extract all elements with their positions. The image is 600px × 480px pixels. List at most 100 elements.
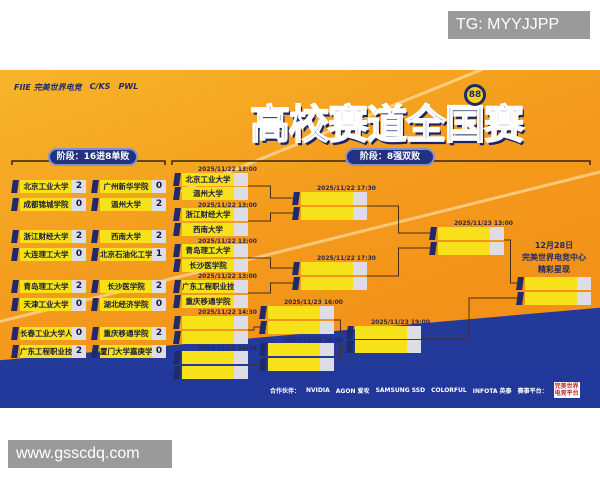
team-slot-tab bbox=[346, 340, 354, 353]
team-score bbox=[353, 277, 367, 290]
team-score bbox=[234, 295, 248, 308]
team-slot bbox=[516, 292, 591, 305]
team-slot-tab bbox=[91, 280, 99, 293]
team-slot-tab bbox=[292, 207, 300, 220]
team-score: 2 bbox=[72, 345, 86, 358]
site-watermark: www.gsscdq.com bbox=[8, 440, 172, 468]
team-slot-tab bbox=[11, 230, 19, 243]
team-score bbox=[234, 208, 248, 221]
bracket-connector bbox=[248, 326, 260, 331]
team-score: 0 bbox=[72, 298, 86, 311]
team-slot: 长沙医学院 bbox=[173, 259, 248, 272]
bracket-poster: FIIE 完美世界电竞 C/KS PWL 高校赛道全国赛 88 阶段：16进8单… bbox=[0, 70, 600, 408]
team-slot-tab bbox=[11, 198, 19, 211]
logo-fiie: FIIE 完美世界电竞 bbox=[14, 83, 82, 92]
team-slot-tab bbox=[91, 198, 99, 211]
venue-slogan: 精彩星现 bbox=[538, 265, 570, 274]
match-date: 2025/11/22 13:00 bbox=[198, 273, 257, 280]
team-slot bbox=[429, 242, 504, 255]
match-date: 2025/11/23 16:00 bbox=[284, 337, 343, 344]
team-name bbox=[182, 351, 234, 364]
stage-label-left: 阶段：16进8单败 bbox=[48, 148, 138, 166]
team-slot: 温州大学 bbox=[173, 187, 248, 200]
team-score: 2 bbox=[72, 180, 86, 193]
team-slot-tab bbox=[91, 180, 99, 193]
team-name bbox=[301, 277, 353, 290]
team-slot bbox=[173, 351, 248, 364]
team-name: 温州大学 bbox=[100, 198, 152, 211]
platform-label: 赛事平台： bbox=[517, 387, 548, 395]
team-score: 1 bbox=[152, 248, 166, 261]
team-slot bbox=[292, 277, 367, 290]
team-slot bbox=[173, 331, 248, 344]
stage-label-right: 阶段：8强双败 bbox=[345, 148, 435, 166]
bottom-band bbox=[0, 370, 600, 408]
team-name: 湖北经济学院 bbox=[100, 298, 152, 311]
grand-final-venue: 12月28日 完美世界电竞中心 精彩星现 bbox=[512, 240, 596, 276]
team-slot: 北京工业大学 bbox=[173, 173, 248, 186]
team-score bbox=[407, 326, 421, 339]
team-name: 浙江财经大学 bbox=[20, 230, 72, 243]
team-slot-tab bbox=[173, 173, 181, 186]
sponsor-samsung: SAMSUNG SSD bbox=[375, 386, 426, 394]
team-name bbox=[301, 207, 353, 220]
team-name bbox=[268, 306, 320, 319]
match-date: 2025/11/22 13:00 bbox=[198, 166, 257, 173]
page-title: 高校赛道全国赛 bbox=[249, 101, 525, 149]
sponsor-colorful: COLORFUL bbox=[431, 386, 467, 394]
team-slot-tab bbox=[91, 298, 99, 311]
team-score bbox=[320, 358, 334, 371]
team-slot-tab bbox=[11, 248, 19, 261]
team-name: 大连理工大学 bbox=[20, 248, 72, 261]
bracket-connector bbox=[367, 205, 430, 234]
bracket-connector bbox=[367, 247, 430, 277]
team-slot: 北京石油化工学院1 bbox=[91, 248, 166, 261]
team-name bbox=[268, 358, 320, 371]
team-slot-tab bbox=[173, 223, 181, 236]
team-name: 西南大学 bbox=[100, 230, 152, 243]
platform-logo: 完美世界电竞平台 bbox=[553, 382, 580, 398]
team-score bbox=[234, 366, 248, 379]
team-slot-tab bbox=[429, 242, 437, 255]
team-name: 青岛理工大学 bbox=[182, 244, 234, 257]
team-slot-tab bbox=[173, 331, 181, 344]
bracket-connector bbox=[334, 319, 347, 333]
match-date: 2025/11/23 19:00 bbox=[371, 319, 430, 326]
team-slot bbox=[259, 358, 334, 371]
team-score: 2 bbox=[152, 327, 166, 340]
team-slot-tab bbox=[292, 262, 300, 275]
team-slot: 重庆移通学院 bbox=[173, 295, 248, 308]
sponsor-nvidia: NVIDIA bbox=[306, 386, 330, 394]
team-name: 广州新华学院 bbox=[100, 180, 152, 193]
team-score bbox=[353, 207, 367, 220]
team-score bbox=[234, 316, 248, 329]
team-slot: 西南大学 bbox=[173, 223, 248, 236]
team-slot-tab bbox=[292, 277, 300, 290]
bracket-connector bbox=[248, 212, 293, 222]
sponsor-strip: 合作伙伴： NVIDIA AGON 爱攻 SAMSUNG SSD COLORFU… bbox=[270, 382, 580, 398]
team-slot-tab bbox=[516, 292, 524, 305]
team-slot-tab bbox=[91, 345, 99, 358]
team-slot-tab bbox=[429, 227, 437, 240]
team-slot-tab bbox=[11, 327, 19, 340]
venue-date: 12月28日 bbox=[534, 241, 574, 250]
match-date: 2025/11/22 17:30 bbox=[317, 185, 376, 192]
team-score bbox=[234, 244, 248, 257]
team-name: 温州大学 bbox=[182, 187, 234, 200]
team-slot bbox=[292, 192, 367, 205]
team-name bbox=[182, 366, 234, 379]
team-name bbox=[301, 192, 353, 205]
team-score bbox=[353, 192, 367, 205]
team-slot bbox=[259, 343, 334, 356]
team-name bbox=[525, 292, 577, 305]
team-name: 青岛理工大学 bbox=[20, 280, 72, 293]
team-score: 2 bbox=[72, 230, 86, 243]
team-name: 广东工程职业技术学院 bbox=[182, 280, 234, 293]
team-name: 天津工业大学 bbox=[20, 298, 72, 311]
match-date: 2025/11/22 13:00 bbox=[198, 238, 257, 245]
organizer-logos: FIIE 完美世界电竞 C/KS PWL bbox=[14, 82, 138, 93]
